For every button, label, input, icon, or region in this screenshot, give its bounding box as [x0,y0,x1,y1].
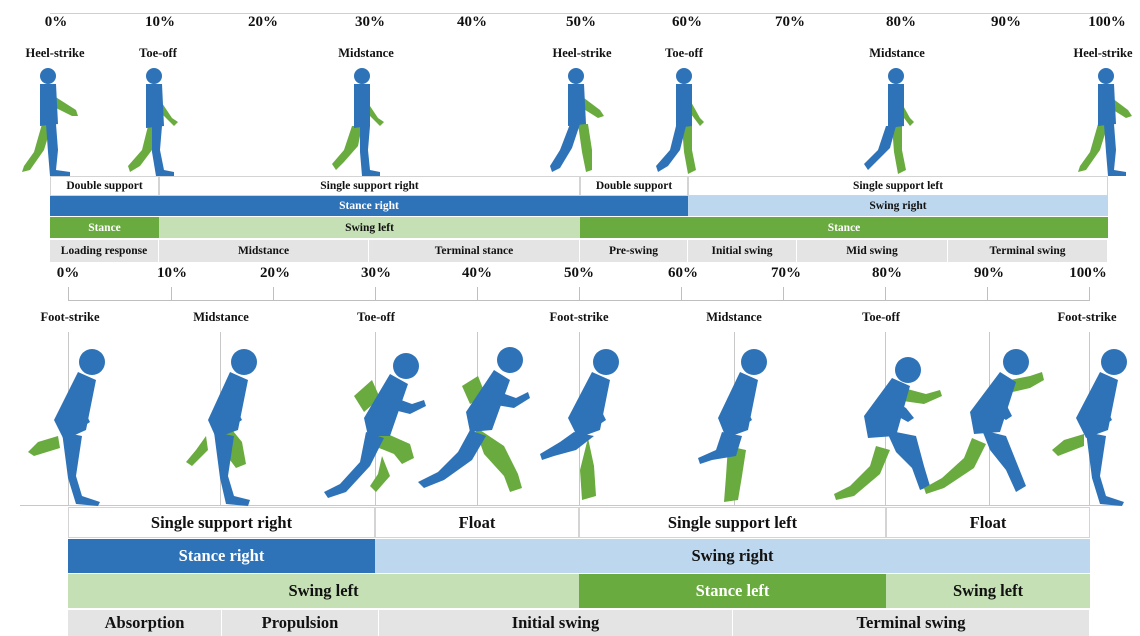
running-event-toe-off-2: Toe-off [862,310,900,324]
walking-phase-cell: Mid swing [797,240,948,262]
running-pct-20: 20% [260,265,290,281]
walking-phase-cell: Terminal stance [369,240,580,262]
walking-phase-cell: Terminal swing [948,240,1108,262]
running-pct-60: 60% [668,265,698,281]
running-event-foot-strike-3: Foot-strike [1057,310,1117,324]
walking-pct-100: 100% [1088,14,1126,30]
running-axis-tick [681,287,682,300]
running-axis-tick [783,287,784,300]
running-stance-right-bar: Stance right [68,539,375,573]
walking-support-cell: Double support [580,176,688,196]
running-axis-tick [885,287,886,300]
running-axis-tick [579,287,580,300]
running-stance-left-bar: Stance left [579,574,886,608]
running-pct-50: 50% [564,265,594,281]
walking-pct-10: 10% [145,14,175,30]
walking-figure-4 [550,68,604,172]
running-support-cell: Single support left [579,507,886,538]
running-event-midstance-2: Midstance [706,310,762,324]
running-phase-cell: Initial swing [379,610,733,636]
running-figure-9 [1052,349,1127,506]
running-figure-7 [834,357,942,500]
walking-swing-right-bar: Swing right [688,196,1108,216]
walking-phase-cell: Loading response [50,240,159,262]
running-event-toe-off-1: Toe-off [357,310,395,324]
walking-figure-7 [1078,68,1132,176]
walking-event-toe-off-2: Toe-off [665,46,703,60]
running-swing-left-bar: Swing left [68,574,579,608]
running-axis-line [68,300,1090,301]
walking-figure-5 [656,68,704,174]
running-axis-tick [987,287,988,300]
running-support-cell: Single support right [68,507,375,538]
running-pct-30: 30% [361,265,391,281]
walking-pct-90: 90% [991,14,1021,30]
running-pct-40: 40% [462,265,492,281]
running-axis-tick [171,287,172,300]
running-swing-left-bar: Swing left [886,574,1090,608]
walking-figure-2 [128,68,178,176]
walking-stance-right-bar: Stance right [50,196,688,216]
running-ground-line [20,505,1120,506]
walking-event-midstance-2: Midstance [869,46,925,60]
running-pct-100: 100% [1069,265,1107,281]
walking-phase-cell: Midstance [159,240,369,262]
running-axis-tick [375,287,376,300]
walking-pct-80: 80% [886,14,916,30]
running-pct-70: 70% [771,265,801,281]
running-axis-tick [273,287,274,300]
walking-phase-cell: Pre-swing [580,240,688,262]
running-phase-cell: Absorption [68,610,222,636]
running-phase-cell: Terminal swing [733,610,1090,636]
walking-phase-cell: Initial swing [688,240,797,262]
walking-axis-line [50,13,1108,14]
running-figure-3 [324,353,426,498]
running-swing-right-bar: Swing right [375,539,1090,573]
walking-pct-0: 0% [44,14,68,30]
walking-pct-60: 60% [672,14,702,30]
walking-pct-50: 50% [566,14,596,30]
walking-event-heel-strike-2: Heel-strike [552,46,612,60]
walking-event-heel-strike-3: Heel-strike [1073,46,1133,60]
running-pct-10: 10% [157,265,187,281]
running-figure-8 [924,349,1044,494]
walking-event-midstance-1: Midstance [338,46,394,60]
walking-support-cell: Double support [50,176,159,196]
running-axis-tick [68,287,69,300]
running-figure-4 [418,347,530,492]
running-figure-1 [28,349,105,506]
running-pct-90: 90% [974,265,1004,281]
walking-figure-1 [22,68,78,176]
walking-pct-30: 30% [355,14,385,30]
running-event-foot-strike-2: Foot-strike [549,310,609,324]
running-support-cell: Float [886,507,1090,538]
running-axis-tick [1089,287,1090,300]
walking-pct-70: 70% [775,14,805,30]
walking-swing-left-bar: Swing left [159,217,580,238]
running-pct-80: 80% [872,265,902,281]
walking-figure-3 [332,68,384,176]
running-support-cell: Float [375,507,579,538]
walking-support-cell: Single support left [688,176,1108,196]
running-figure-6 [698,349,767,502]
walking-pct-20: 20% [248,14,278,30]
walking-figure-6 [864,68,914,174]
running-event-foot-strike-1: Foot-strike [40,310,100,324]
running-event-midstance-1: Midstance [193,310,249,324]
walking-stance-left-bar: Stance [580,217,1108,238]
running-axis-tick [477,287,478,300]
walking-support-cell: Single support right [159,176,580,196]
walking-pct-40: 40% [457,14,487,30]
running-phase-cell: Propulsion [222,610,379,636]
walking-stance-left-bar: Stance [50,217,159,238]
running-pct-0: 0% [56,265,80,281]
walking-event-heel-strike-1: Heel-strike [25,46,85,60]
running-figure-5 [540,349,619,500]
walking-event-toe-off-1: Toe-off [139,46,177,60]
running-figure-2 [186,349,257,506]
